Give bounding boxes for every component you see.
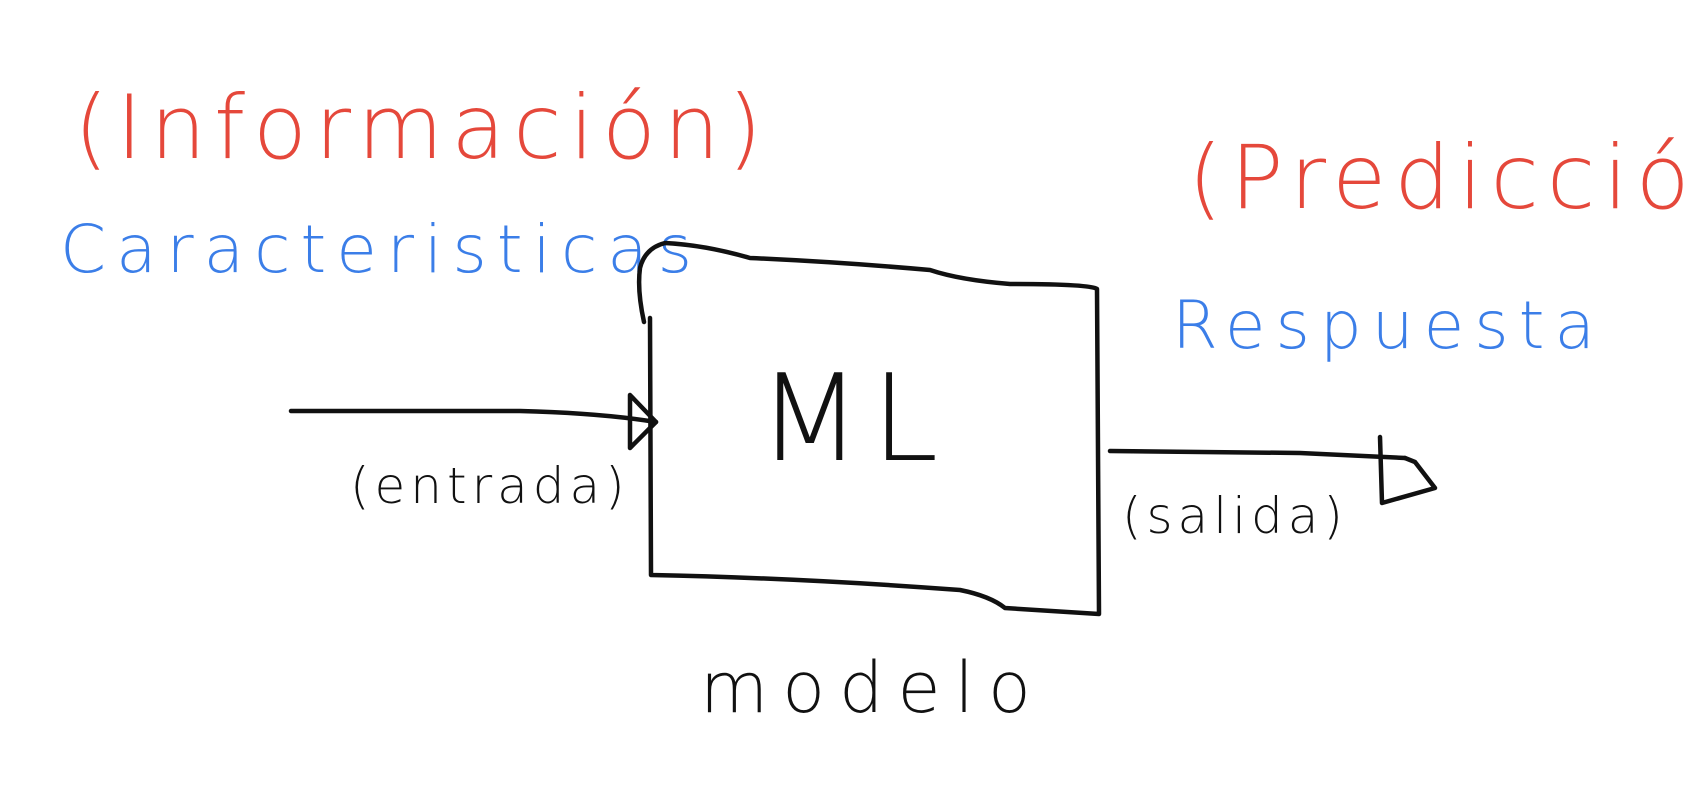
output-arrow-label: (salida)	[1122, 487, 1348, 545]
output-arrow	[1107, 434, 1438, 506]
model-box	[636, 240, 1102, 617]
model-box-label: ML	[758, 350, 948, 489]
model-caption: modelo	[700, 647, 1045, 729]
output-prediction-label: (Predicción)	[1188, 126, 1706, 229]
output-response-label: Respuesta	[1172, 287, 1605, 364]
input-arrow	[288, 392, 659, 451]
input-arrow-label: (entrada)	[350, 457, 630, 515]
input-information-label: (Información)	[74, 76, 770, 179]
input-features-label: Caracteristicas	[60, 211, 702, 288]
